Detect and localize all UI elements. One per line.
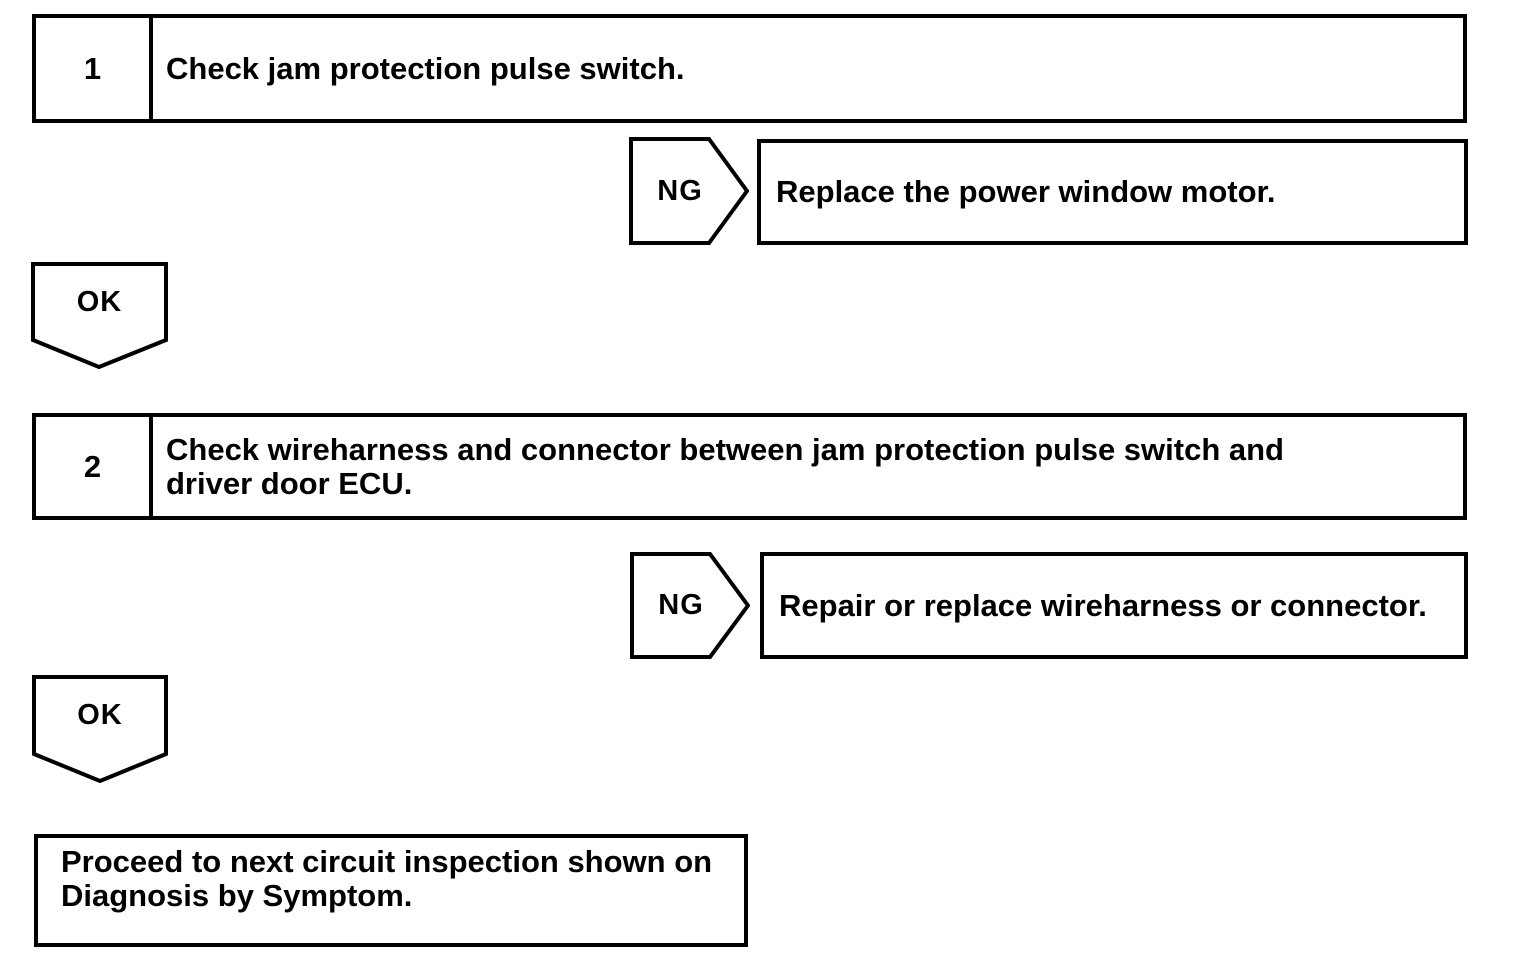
ok-down-arrow-icon <box>32 675 168 783</box>
step-2-ok-connector: OK <box>32 675 168 783</box>
step-1-ng-action-box: Replace the power window motor. <box>757 139 1468 245</box>
step-2-box: 2 Check wireharness and connector betwee… <box>32 413 1467 520</box>
step-1-instruction: Check jam protection pulse switch. <box>153 18 1463 119</box>
step-2-instruction-line-1: Check wireharness and connector between … <box>166 431 1284 467</box>
step-2-instruction-line-2: driver door ECU. <box>166 465 413 501</box>
step-2-instruction: Check wireharness and connector between … <box>153 417 1463 516</box>
step-1-ok-label: OK <box>76 285 123 318</box>
step-1-ng-label: NG <box>657 174 703 207</box>
step-1-instruction-line-1: Check jam protection pulse switch. <box>166 50 685 86</box>
terminal-text-line-1: Proceed to next circuit inspection shown… <box>61 844 713 879</box>
terminal-text-line-2: Diagnosis by Symptom. <box>61 878 413 913</box>
ng-right-arrow-icon <box>630 552 750 659</box>
step-2-ng-action-text: Repair or replace wireharness or connect… <box>779 587 1427 623</box>
step-2-ng-action-box: Repair or replace wireharness or connect… <box>760 552 1468 659</box>
terminal-text: Proceed to next circuit inspection shown… <box>38 838 722 943</box>
step-1-box: 1 Check jam protection pulse switch. <box>32 14 1467 123</box>
step-2-ok-label: OK <box>77 699 123 731</box>
ok-down-arrow-icon <box>31 262 168 369</box>
step-1-ok-connector: OK <box>31 262 168 369</box>
ng-right-arrow-icon <box>629 137 749 245</box>
step-1-ng-action-text: Replace the power window motor. <box>776 174 1276 209</box>
terminal-box: Proceed to next circuit inspection shown… <box>34 834 748 947</box>
step-2-number: 2 <box>36 417 153 516</box>
step-2-ng-label: NG <box>658 589 704 621</box>
step-1-ng-connector: NG <box>629 137 749 245</box>
step-1-number: 1 <box>36 18 153 119</box>
step-2-ng-connector: NG <box>630 552 750 659</box>
